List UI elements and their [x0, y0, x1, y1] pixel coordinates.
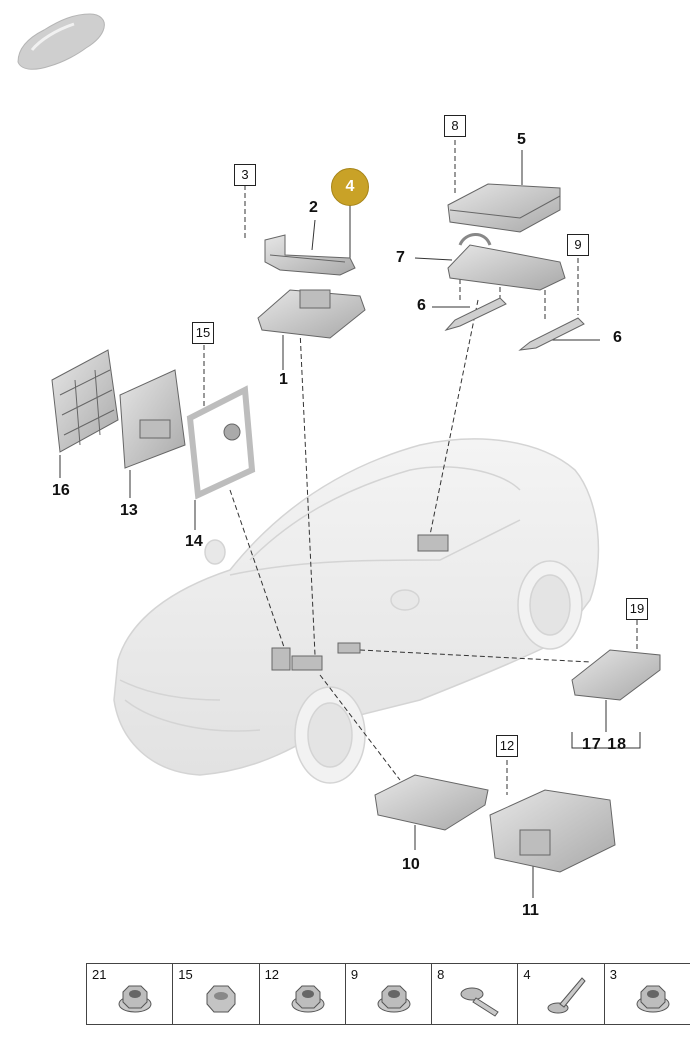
fastener-cell-3[interactable]: 9	[346, 964, 433, 1024]
boxed-ref-15[interactable]: 15	[192, 322, 214, 344]
callout-5[interactable]: 5	[517, 131, 526, 148]
fastener-cell-2[interactable]: 12	[260, 964, 346, 1024]
bolt-icon	[460, 987, 499, 1017]
flange-nut-icon	[377, 985, 411, 1013]
fastener-number: 21	[92, 967, 107, 982]
fastener-strip: 21 15 12 9 8 4 3	[86, 963, 690, 1025]
boxed-ref-9[interactable]: 9	[567, 234, 589, 256]
callout-7[interactable]: 7	[396, 249, 405, 266]
leader-lines	[203, 140, 638, 795]
fastener-number: 8	[437, 967, 445, 982]
callout-11[interactable]: 11	[522, 902, 539, 919]
part-11-carrier	[489, 789, 616, 873]
fastener-number: 15	[178, 967, 193, 982]
callout-2[interactable]: 2	[309, 199, 318, 216]
fastener-number: 9	[350, 967, 359, 982]
part-1-control-unit	[257, 289, 366, 339]
flange-nut-icon	[118, 985, 152, 1013]
part-16-panel	[51, 349, 119, 453]
part-10-unit	[374, 774, 489, 831]
fastener-number: 12	[264, 967, 280, 982]
hex-nut-icon	[206, 985, 236, 1013]
callout-1[interactable]: 1	[279, 371, 288, 388]
part-14-frame	[186, 385, 256, 500]
highlight-badge[interactable]: 4	[331, 168, 369, 206]
callout-6a[interactable]: 6	[417, 297, 426, 314]
part-5-module	[447, 183, 561, 233]
boxed-ref-8[interactable]: 8	[444, 115, 466, 137]
fastener-number: 4	[523, 967, 531, 982]
fastener-cell-4[interactable]: 8	[432, 964, 519, 1024]
fastener-cell-1[interactable]: 15	[173, 964, 260, 1024]
car-thumbnail-icon	[17, 13, 105, 70]
car-body-outline	[113, 438, 600, 784]
part-13-fuse-box	[119, 369, 186, 469]
callout-13[interactable]: 13	[120, 502, 138, 519]
boxed-ref-3[interactable]: 3	[234, 164, 256, 186]
callout-6b[interactable]: 6	[613, 329, 622, 346]
part-7-tray	[447, 233, 566, 291]
callout-10[interactable]: 10	[402, 856, 420, 873]
fastener-cell-0[interactable]: 21	[87, 964, 174, 1024]
callout-17-18[interactable]: 17 18	[582, 736, 628, 753]
long-screw-icon	[547, 977, 587, 1014]
part-6-straps	[444, 297, 585, 351]
callout-16[interactable]: 16	[52, 482, 70, 499]
part-2-bracket	[264, 234, 356, 276]
fastener-cell-6[interactable]: 3	[605, 964, 690, 1024]
flange-nut-icon	[291, 985, 325, 1013]
flange-nut-icon	[636, 985, 670, 1013]
fastener-number: 3	[609, 967, 617, 982]
boxed-ref-19[interactable]: 19	[626, 598, 648, 620]
boxed-ref-12[interactable]: 12	[496, 735, 518, 757]
part-19-module	[571, 649, 661, 701]
callout-14[interactable]: 14	[185, 533, 203, 550]
installed-components	[271, 534, 449, 671]
solid-leaders	[59, 150, 641, 898]
fastener-cell-5[interactable]: 4	[518, 964, 605, 1024]
